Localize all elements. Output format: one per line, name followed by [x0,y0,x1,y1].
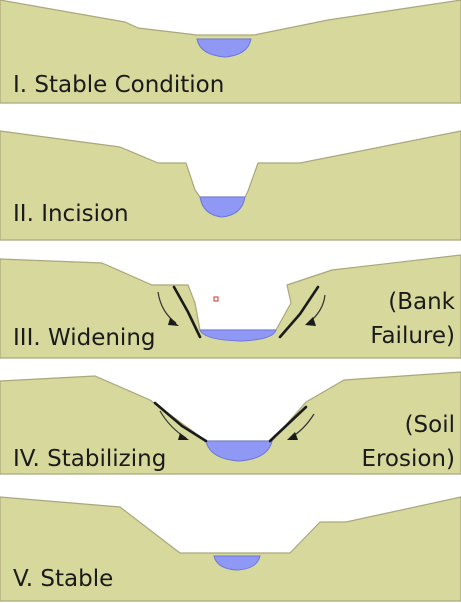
slip-line-left [172,285,202,339]
panel-note-line-1: (Bank [388,289,455,315]
slip-line-right [268,405,308,443]
water-channel [199,196,246,218]
failure-arrowhead-left [168,318,179,326]
panel-stabilizing: IV. Stabilizing (Soil Erosion) [0,371,461,475]
panel-label: I. Stable Condition [13,72,224,98]
failure-arrow-left [157,291,177,324]
slip-line-left [153,401,208,443]
erosion-arrowhead-right [287,432,298,440]
panel-stable-condition: I. Stable Condition [0,0,461,104]
water-channel [205,440,273,462]
panel-widening: III. Widening (Bank Failure) [0,254,461,359]
panel-label: II. Incision [13,201,129,227]
failure-arrowhead-right [305,317,316,326]
ground-profile [0,371,461,475]
marker-square [213,296,219,302]
ground-profile [0,496,461,602]
panel-incision: II. Incision [0,130,461,241]
water-channel [213,555,261,571]
panel-note-line-2: Erosion) [361,446,455,472]
ground-profile [0,254,461,359]
ground-profile [0,130,461,241]
panel-note-line-1: (Soil [405,412,455,438]
panel-label: III. Widening [13,325,156,351]
erosion-arrowhead-left [178,433,189,440]
panel-label: IV. Stabilizing [13,446,166,472]
water-channel [196,38,252,58]
panel-stable: V. Stable [0,496,461,602]
slip-line-right [278,285,320,339]
panel-note-line-2: Failure) [370,323,455,349]
water-channel [199,329,277,342]
panel-label: V. Stable [13,566,113,592]
